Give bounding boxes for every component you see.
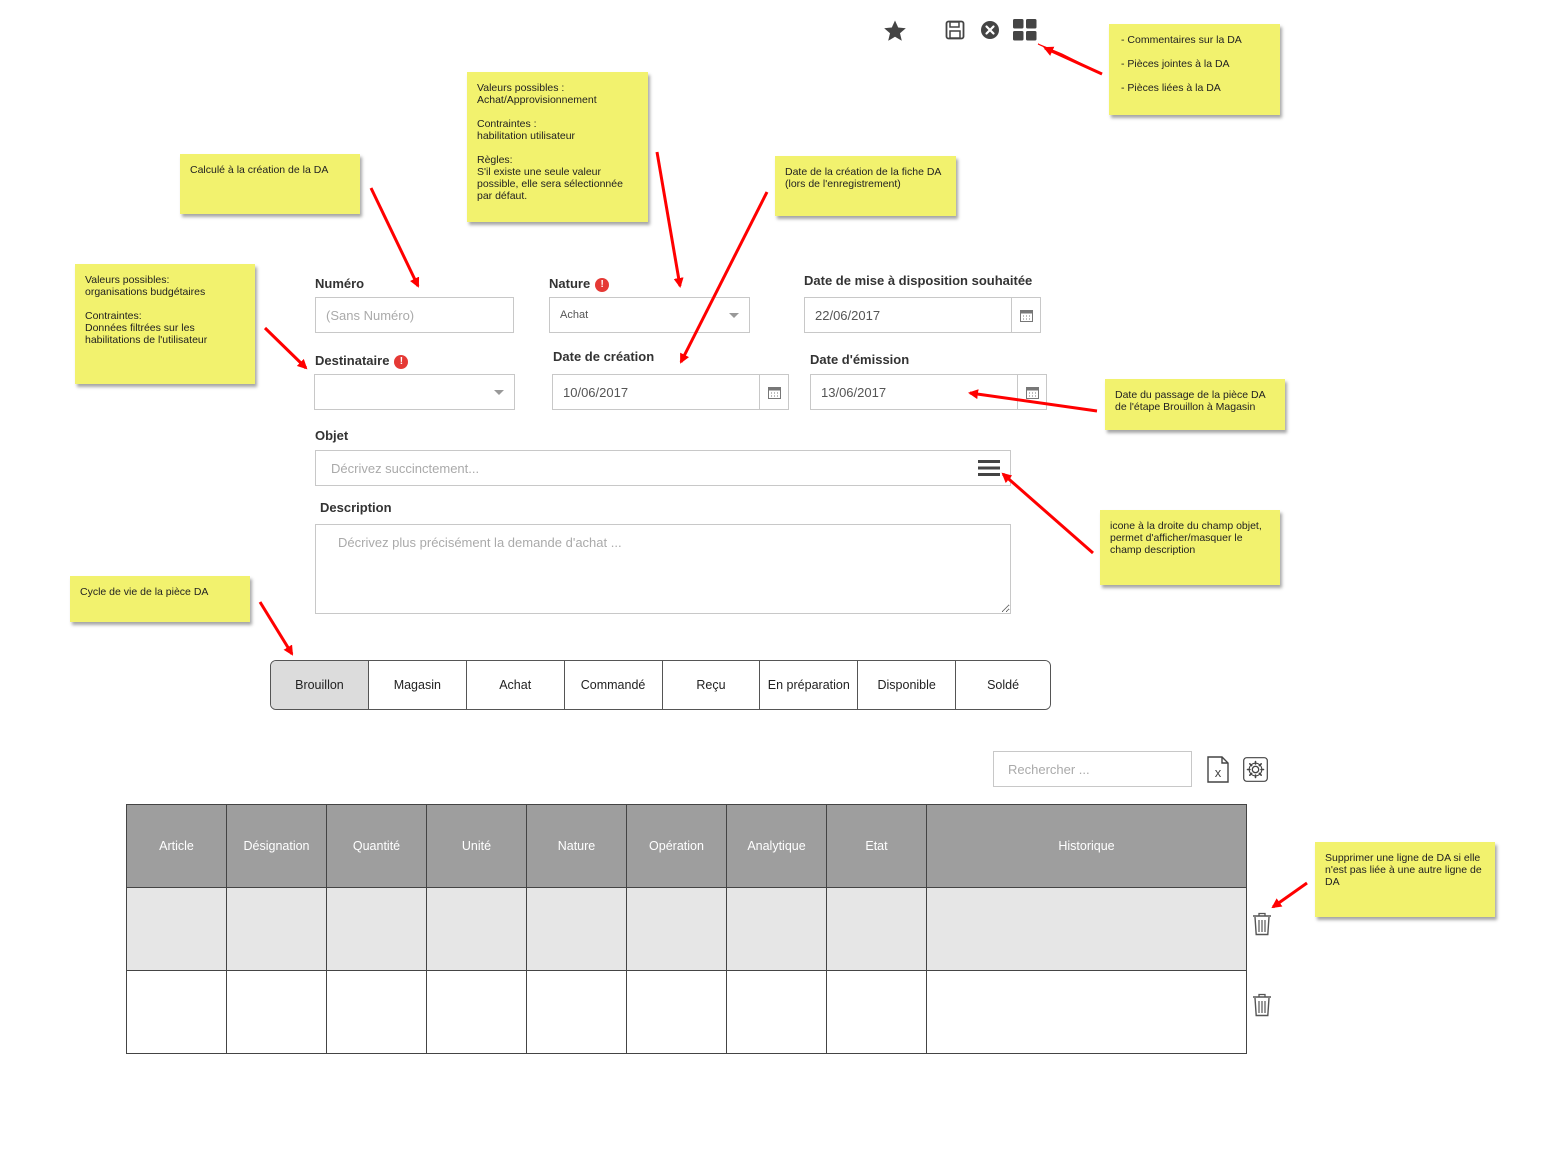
date-emission-field[interactable]: 13/06/2017 — [810, 374, 1047, 410]
nature-label-text: Nature — [549, 276, 591, 291]
tab-status[interactable]: Magasin — [368, 661, 467, 709]
arrow-attachments — [1037, 43, 1103, 75]
objet-label: Objet — [315, 428, 349, 443]
table-cell[interactable] — [726, 887, 827, 971]
tab-status[interactable]: Commandé — [564, 661, 663, 709]
numero-field[interactable]: (Sans Numéro) — [315, 297, 514, 333]
column-header[interactable]: Historique — [926, 804, 1247, 888]
note-delete-row: Supprimer une ligne de DA si elle n'est … — [1315, 842, 1495, 917]
objet-placeholder: Décrivez succinctement... — [331, 460, 480, 476]
table-cell[interactable] — [226, 970, 327, 1054]
date-emission-label: Date d'émission — [810, 352, 910, 367]
table-row[interactable] — [126, 887, 1247, 971]
description-label: Description — [320, 500, 392, 515]
note-nature: Valeurs possibles : Achat/Approvisionnem… — [467, 72, 648, 222]
calendar-icon[interactable] — [759, 375, 788, 409]
menu-icon[interactable] — [978, 459, 1000, 477]
date-souhaitee-label: Date de mise à disposition souhaitée — [804, 273, 1033, 288]
settings-gear-icon[interactable] — [1242, 756, 1268, 782]
table-cell[interactable] — [926, 887, 1247, 971]
destinataire-select[interactable] — [314, 374, 515, 410]
table-cell[interactable] — [126, 887, 227, 971]
destinataire-label: Destinataire! — [315, 353, 409, 369]
date-creation-value: 10/06/2017 — [563, 384, 629, 400]
date-souhaitee-value: 22/06/2017 — [815, 307, 881, 323]
tab-status[interactable]: Soldé — [956, 661, 1050, 709]
column-header[interactable]: Opération — [626, 804, 727, 888]
tab-status[interactable]: En préparation — [760, 661, 859, 709]
table-cell[interactable] — [826, 887, 927, 971]
column-header[interactable]: Analytique — [726, 804, 827, 888]
note-destinataire: Valeurs possibles: organisations budgéta… — [75, 264, 255, 384]
table-cell[interactable] — [626, 887, 727, 971]
required-icon: ! — [394, 354, 409, 369]
column-header[interactable]: Désignation — [226, 804, 327, 888]
calendar-icon[interactable] — [1011, 298, 1040, 332]
close-circle-icon[interactable] — [979, 19, 1001, 41]
table-cell[interactable] — [326, 887, 427, 971]
table-cell[interactable] — [426, 887, 527, 971]
chevron-down-icon — [729, 312, 739, 318]
search-input[interactable] — [993, 751, 1192, 787]
table-cell[interactable] — [526, 887, 627, 971]
note-cycle: Cycle de vie de la pièce DA — [70, 576, 250, 622]
table-cell[interactable] — [826, 970, 927, 1054]
tab-status[interactable]: Achat — [466, 661, 565, 709]
date-emission-value: 13/06/2017 — [821, 384, 887, 400]
required-icon: ! — [595, 277, 610, 292]
table-cell[interactable] — [726, 970, 827, 1054]
chevron-down-icon — [494, 389, 504, 395]
table-cell[interactable] — [426, 970, 527, 1054]
table-cell[interactable] — [626, 970, 727, 1054]
note-date-creation: Date de la création de la fiche DA (lors… — [775, 156, 956, 216]
nature-select[interactable]: Achat — [549, 297, 750, 333]
save-icon[interactable] — [944, 19, 966, 41]
date-souhaitee-field[interactable]: 22/06/2017 — [804, 297, 1041, 333]
date-creation-field[interactable]: 10/06/2017 — [552, 374, 789, 410]
table-row[interactable] — [126, 970, 1247, 1054]
column-header[interactable]: Nature — [526, 804, 627, 888]
table-cell[interactable] — [326, 970, 427, 1054]
numero-placeholder: (Sans Numéro) — [326, 307, 415, 323]
trash-icon[interactable] — [1252, 912, 1272, 941]
nature-label: Nature! — [549, 276, 610, 292]
excel-export-icon[interactable]: x — [1206, 755, 1230, 783]
svg-text:x: x — [1215, 765, 1222, 780]
table-cell[interactable] — [526, 970, 627, 1054]
star-icon[interactable] — [882, 18, 908, 44]
description-field[interactable] — [315, 524, 1011, 614]
tab-status[interactable]: Brouillon — [271, 661, 369, 709]
column-header[interactable]: Unité — [426, 804, 527, 888]
nature-value: Achat — [560, 309, 589, 321]
table-cell[interactable] — [926, 970, 1247, 1054]
column-header[interactable]: Quantité — [326, 804, 427, 888]
objet-field[interactable]: Décrivez succinctement... — [315, 450, 1011, 486]
column-header[interactable]: Article — [126, 804, 227, 888]
numero-label: Numéro — [315, 276, 365, 291]
table-cell[interactable] — [126, 970, 227, 1054]
grid-icon[interactable] — [1012, 18, 1038, 42]
note-date-emission: Date du passage de la pièce DA de l'étap… — [1105, 379, 1285, 430]
column-header[interactable]: Etat — [826, 804, 927, 888]
note-attachments: - Commentaires sur la DA - Pièces jointe… — [1109, 24, 1280, 115]
date-creation-label: Date de création — [553, 349, 655, 364]
tab-status[interactable]: Disponible — [858, 661, 957, 709]
tab-status[interactable]: Reçu — [662, 661, 761, 709]
destinataire-label-text: Destinataire — [315, 353, 390, 368]
calendar-icon[interactable] — [1017, 375, 1046, 409]
note-numero: Calculé à la création de la DA — [180, 154, 360, 214]
trash-icon[interactable] — [1252, 993, 1272, 1022]
table-cell[interactable] — [226, 887, 327, 971]
note-objet-icon: icone à la droite du champ objet, permet… — [1100, 510, 1280, 585]
